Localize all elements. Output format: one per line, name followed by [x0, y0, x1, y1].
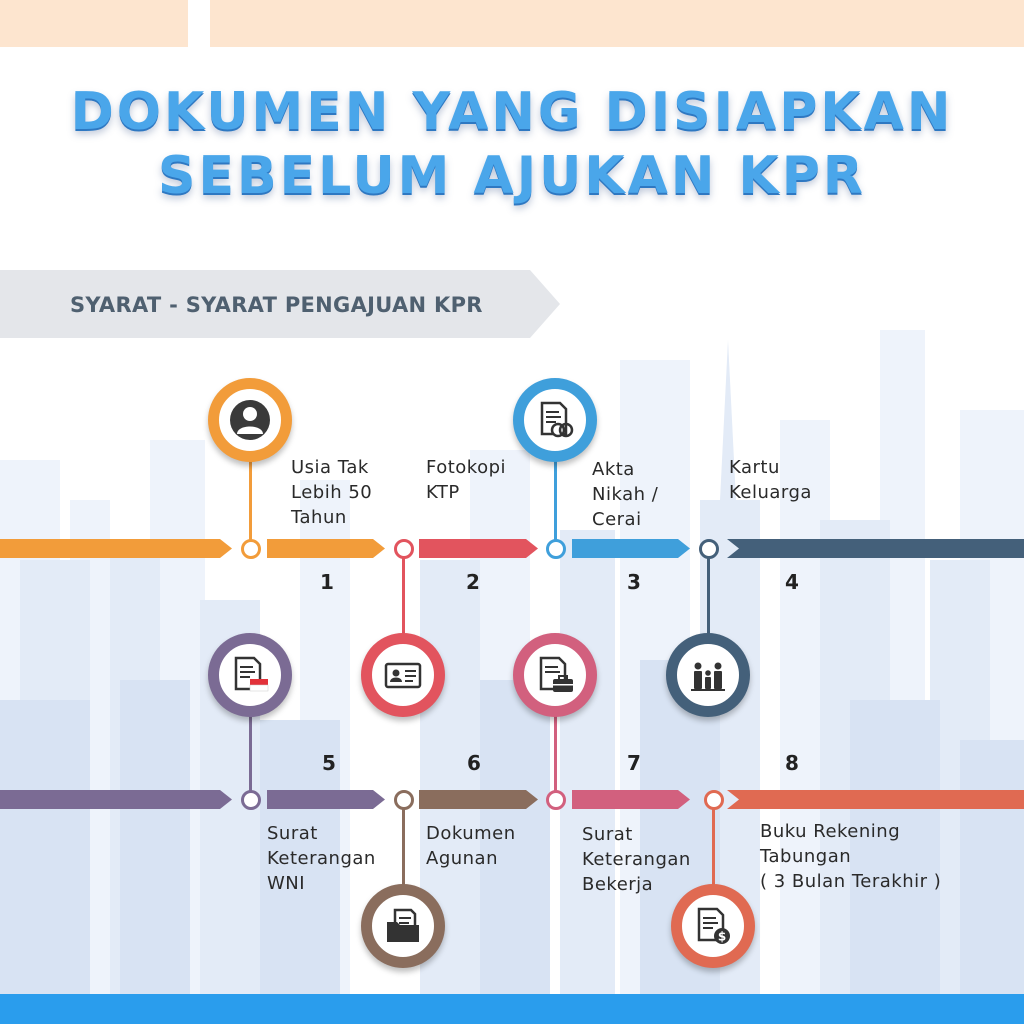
step-label-8: Buku Rekening Tabungan ( 3 Bulan Terakhi…: [760, 821, 942, 892]
step-label-7: Surat Keterangan Bekerja: [582, 824, 691, 895]
person-icon: [230, 400, 270, 440]
timeline-segment-7: [572, 790, 690, 809]
pin-step-5: [208, 633, 292, 717]
step-number-8: 8: [785, 751, 799, 775]
id-card-icon: [384, 662, 422, 689]
marriage-certificate-icon: [540, 401, 574, 438]
step-label-1: Usia Tak Lebih 50 Tahun: [291, 457, 373, 528]
pin-step-2: [361, 633, 445, 717]
city-skyline-background: [0, 330, 1024, 1000]
stem-3: [554, 450, 557, 540]
timeline-node-1: [241, 539, 261, 559]
timeline-node-2: [394, 539, 414, 559]
stem-8: [712, 809, 715, 885]
timeline-segment-5b: [267, 790, 385, 809]
family-icon: [691, 662, 725, 691]
svg-text:$: $: [718, 930, 726, 944]
step-label-6: Dokumen Agunan: [426, 823, 516, 869]
timeline-segment-8: [727, 790, 1024, 809]
folder-document-icon: [387, 908, 419, 942]
step-number-7: 7: [627, 751, 641, 775]
top-bar-right: [210, 0, 1024, 47]
timeline-node-5: [241, 790, 261, 810]
pin-step-4: [666, 633, 750, 717]
step-number-6: 6: [467, 751, 481, 775]
pin-step-6: [361, 884, 445, 968]
page-title-line1: DOKUMEN YANG DISIAPKAN: [70, 82, 954, 142]
timeline-segment-1: [0, 539, 232, 558]
step-label-5: Surat Keterangan WNI: [267, 823, 376, 894]
pin-step-8: $: [671, 884, 755, 968]
timeline-node-3: [546, 539, 566, 559]
section-banner: [0, 270, 560, 338]
timeline-node-7: [546, 790, 566, 810]
pin-step-3: [513, 378, 597, 462]
step-label-4: Kartu Keluarga: [729, 457, 812, 503]
step-number-3: 3: [627, 570, 641, 594]
step-number-2: 2: [466, 570, 480, 594]
timeline-node-8: [704, 790, 724, 810]
step-number-1: 1: [320, 570, 334, 594]
step-label-3: Akta Nikah / Cerai: [592, 459, 659, 530]
stem-2: [402, 558, 405, 634]
timeline-segment-3: [572, 539, 690, 558]
step-number-5: 5: [322, 751, 336, 775]
pin-step-1: [208, 378, 292, 462]
timeline-segment-2: [419, 539, 538, 558]
footer-bar: [0, 994, 1024, 1024]
section-banner-label: SYARAT - SYARAT PENGAJUAN KPR: [70, 293, 483, 317]
step-number-4: 4: [785, 570, 799, 594]
page-title-line2: SEBELUM AJUKAN KPR: [158, 146, 866, 206]
citizenship-document-icon: [234, 656, 269, 692]
stem-6: [402, 809, 405, 885]
employment-document-icon: [539, 656, 573, 692]
timeline-segment-4: [727, 539, 1024, 558]
timeline-node-6: [394, 790, 414, 810]
stem-1: [249, 450, 252, 540]
timeline-segment-1b: [267, 539, 385, 558]
top-bar-left: [0, 0, 188, 47]
stem-7: [554, 705, 557, 791]
stem-4: [707, 558, 710, 634]
stem-5: [249, 705, 252, 791]
timeline-node-4: [699, 539, 719, 559]
timeline-segment-6: [419, 790, 538, 809]
timeline-segment-5: [0, 790, 232, 809]
step-label-2: Fotokopi KTP: [426, 457, 507, 503]
pin-step-7: [513, 633, 597, 717]
bank-statement-icon: $: [697, 907, 730, 944]
